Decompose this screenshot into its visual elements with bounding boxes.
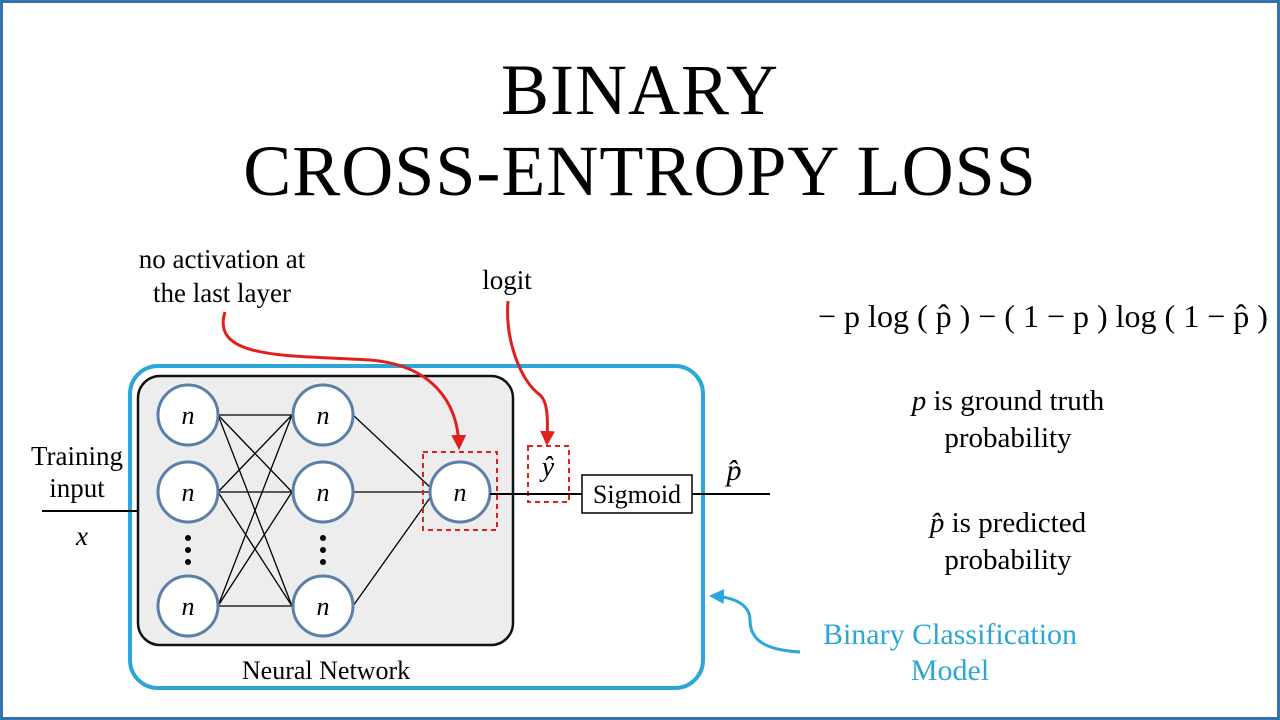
node-letter: n xyxy=(317,478,330,507)
p-hat-description-line-1: is predicted xyxy=(951,507,1087,539)
node-letter: n xyxy=(317,401,330,430)
node xyxy=(291,460,355,524)
training-input-label-1: Training xyxy=(30,441,124,471)
node xyxy=(156,383,220,447)
node-letter: n xyxy=(317,592,330,621)
p-variable: p xyxy=(911,385,927,417)
layer-2-nodes xyxy=(291,383,355,638)
last-layer-highlight xyxy=(422,451,498,531)
layer-1-nodes xyxy=(156,383,220,638)
node xyxy=(291,574,355,638)
no-activation-label-2: the last layer xyxy=(153,278,291,308)
model-label-1: Binary Classification xyxy=(822,618,1078,651)
logit-label: logit xyxy=(482,265,532,295)
node-letter: n xyxy=(182,401,195,430)
p-hat-description: p̂ is predicted xyxy=(848,505,1168,542)
ellipsis-dots-2 xyxy=(320,535,326,565)
sigmoid-label: Sigmoid xyxy=(593,480,681,509)
node-letter: n xyxy=(182,478,195,507)
output-node xyxy=(428,460,492,524)
p-hat-description-2: probability xyxy=(944,544,1072,576)
bce-formula: − p log ( p̂ ) − ( 1 − p ) log ( 1 − p̂ … xyxy=(818,298,1268,334)
p-hat-variable: p̂ xyxy=(929,507,945,539)
training-input-label-2: input xyxy=(49,473,105,503)
ellipsis-dots-1 xyxy=(185,535,191,565)
y-hat-label: ŷ xyxy=(541,452,555,483)
node-letter: n xyxy=(454,478,467,507)
p-description-line-1: is ground truth xyxy=(933,385,1105,417)
input-variable: x xyxy=(76,521,88,551)
network-label: Neural Network xyxy=(241,656,411,685)
model-box xyxy=(128,364,705,690)
model-label-2: Model xyxy=(910,654,990,687)
output-p-hat-label: p̂ xyxy=(726,454,742,487)
node xyxy=(156,574,220,638)
logit-highlight xyxy=(527,445,570,503)
model-arrow xyxy=(709,589,801,654)
p-description: p is ground truth xyxy=(848,383,1168,420)
node xyxy=(156,460,220,524)
node-letter: n xyxy=(182,592,195,621)
node xyxy=(291,383,355,447)
p-description-2: probability xyxy=(944,422,1072,454)
no-activation-label-1: no activation at xyxy=(138,244,306,274)
connections-2 xyxy=(352,414,433,607)
no-activation-arrow xyxy=(221,311,467,450)
title-line-1: BINARY xyxy=(500,50,780,130)
title-line-2: CROSS-ENTROPY LOSS xyxy=(243,131,1037,211)
connections-1 xyxy=(217,414,293,607)
logit-arrow xyxy=(506,300,556,446)
sigmoid-box xyxy=(581,474,693,514)
